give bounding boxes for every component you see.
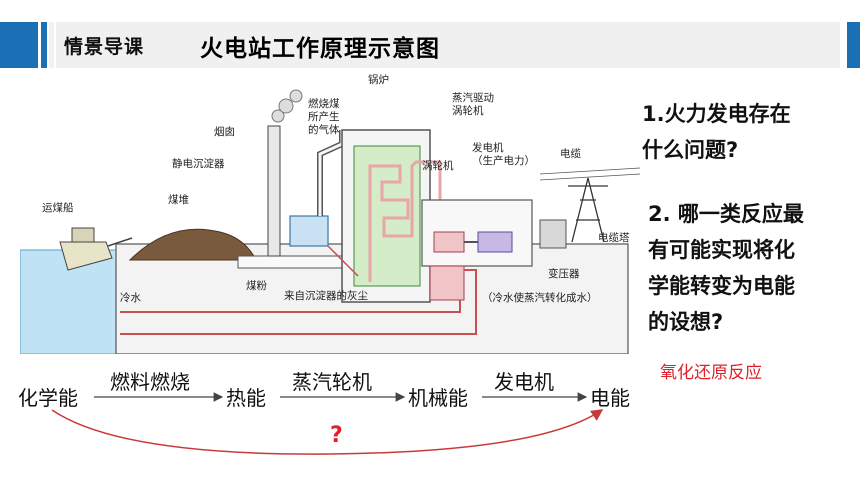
conveyor xyxy=(107,237,133,247)
flow-term-heat: 热能 xyxy=(226,386,266,410)
label-ash: 来自沉淀器的灰尘 xyxy=(284,290,368,302)
cold-water-pipe-out xyxy=(120,269,477,335)
flow-term-mechanical: 机械能 xyxy=(408,386,468,410)
transformer xyxy=(539,219,567,249)
generator xyxy=(477,231,513,253)
label-cold-water: 冷水 xyxy=(120,292,141,304)
direct-conversion-arc xyxy=(51,409,604,455)
question-2: 2. 哪一类反应最 有可能实现将化 学能转变为电能 的设想? xyxy=(648,202,804,334)
flow-step-combustion: 燃料燃烧 xyxy=(110,370,190,394)
section-label: 情景导课 xyxy=(64,36,145,58)
label-gas: 燃烧煤 所产生 的气体 xyxy=(308,98,340,136)
label-coal-ship: 运煤船 xyxy=(42,202,74,214)
header-accent-left xyxy=(0,22,38,68)
label-boiler: 锅炉 xyxy=(368,74,389,86)
header-stripe xyxy=(41,22,47,68)
label-turbine-drive: 蒸汽驱动 涡轮机 xyxy=(452,92,494,117)
question-1: 1.火力发电存在 什么问题? xyxy=(642,102,791,162)
cold-water-pipe-in xyxy=(120,300,461,313)
label-coal-pile: 煤堆 xyxy=(168,194,189,206)
label-condense: （冷水使蒸汽转化成水） xyxy=(482,292,598,304)
header-bar: 情景导课 火电站工作原理示意图 xyxy=(0,22,860,68)
label-transformer: 变压器 xyxy=(548,268,580,280)
condenser xyxy=(429,265,465,301)
header-background xyxy=(56,22,840,68)
power-plant-diagram: 燃烧煤 所产生 的气体 锅炉 蒸汽驱动 涡轮机 烟囱 静电沉淀器 涡轮机 发电机… xyxy=(19,70,641,355)
answer-text: 氧化还原反应 xyxy=(660,363,762,383)
smoke xyxy=(271,89,303,123)
page-title: 火电站工作原理示意图 xyxy=(200,36,440,62)
pylon xyxy=(568,177,608,243)
label-generator: 发电机 （生产电力） xyxy=(472,142,535,167)
flow-term-chemical: 化学能 xyxy=(18,386,78,410)
header-stripe xyxy=(49,22,54,68)
turbine xyxy=(433,231,465,253)
label-esp: 静电沉淀器 xyxy=(172,158,225,170)
label-turbine: 涡轮机 xyxy=(422,160,454,172)
power-cables xyxy=(539,167,641,181)
steam-pipe xyxy=(368,160,442,282)
precipitator xyxy=(289,215,329,247)
gas-duct xyxy=(317,130,345,216)
label-tower: 电缆塔 xyxy=(598,232,630,244)
ash-return xyxy=(327,245,359,277)
unknown-mark: ? xyxy=(330,423,343,448)
flow-arrows xyxy=(51,392,604,455)
flow-step-generator: 发电机 xyxy=(494,370,554,394)
label-cable: 电缆 xyxy=(560,148,581,160)
ship-cabin xyxy=(71,227,95,243)
chimney xyxy=(267,125,281,257)
flow-step-turbine: 蒸汽轮机 xyxy=(292,370,372,394)
coal-pile xyxy=(128,228,257,261)
flow-term-electric: 电能 xyxy=(590,386,630,410)
label-chimney: 烟囱 xyxy=(214,126,235,138)
label-coal-powder: 煤粉 xyxy=(246,280,267,292)
power-plant-illustration xyxy=(19,89,641,355)
header-accent-right xyxy=(847,22,860,68)
